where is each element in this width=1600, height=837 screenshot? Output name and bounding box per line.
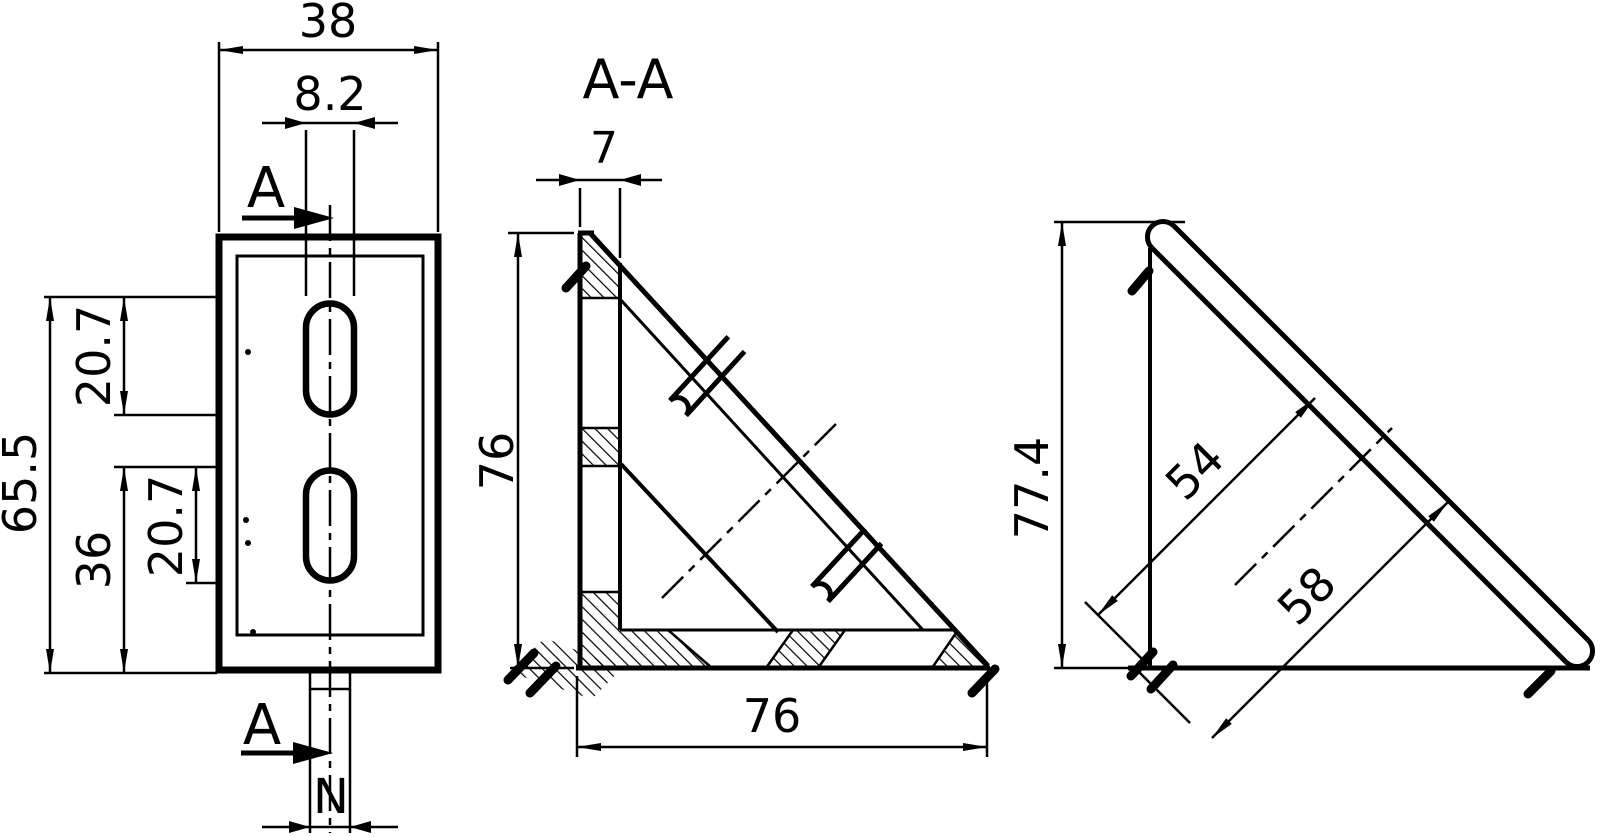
label-n: N <box>313 769 349 825</box>
dim-N <box>262 821 398 833</box>
label-58: 58 <box>1267 556 1347 636</box>
gusset-screw-slots <box>668 335 884 604</box>
outer-hypotenuse <box>588 231 990 668</box>
front-upper-slot <box>302 300 358 418</box>
section-arrow-top <box>242 207 334 229</box>
label-76-vertical: 76 <box>470 432 524 491</box>
label-76-horizontal: 76 <box>743 689 802 743</box>
center-mark-dots <box>243 349 256 635</box>
reinforcing-rib <box>619 462 780 634</box>
label-36: 36 <box>67 531 121 590</box>
dim-65-5 <box>44 295 217 675</box>
label-38: 38 <box>299 0 358 48</box>
dim-20-7-upper <box>114 297 218 417</box>
label-section-a-bottom: A <box>243 693 281 758</box>
dim-20-7-lower <box>186 467 218 585</box>
label-77-4: 77.4 <box>1005 437 1059 539</box>
label-20-7-lower: 20.7 <box>139 475 193 577</box>
side-hyp-inner <box>1150 246 1568 664</box>
side-view: 77.4 54 58 <box>1005 218 1596 739</box>
label-8-2: 8.2 <box>293 67 366 121</box>
label-65-5: 65.5 <box>0 432 47 534</box>
section-part-edges <box>576 230 990 671</box>
dim-36 <box>114 465 218 673</box>
section-diagonal-centerline <box>661 421 839 599</box>
dim-7 <box>536 174 662 258</box>
dim-58 <box>1137 501 1449 739</box>
dim-76-horizontal <box>575 672 989 757</box>
front-view: 38 8.2 65.5 20.7 36 20.7 A A N <box>0 0 442 833</box>
section-title: A-A <box>583 48 674 111</box>
side-hyp-outer <box>1172 224 1590 642</box>
section-view: A-A 7 76 76 <box>470 48 1000 757</box>
hatch-boundaries <box>580 296 960 669</box>
label-7: 7 <box>590 123 618 174</box>
label-20-7-upper: 20.7 <box>67 305 121 407</box>
dim-38 <box>217 42 440 232</box>
dim-54 <box>1084 397 1316 661</box>
dim-77-4 <box>1054 220 1185 668</box>
dim-76-vertical <box>508 231 574 670</box>
label-section-a-top: A <box>247 156 285 221</box>
section-arrow-bottom <box>241 742 333 764</box>
front-outer-outline <box>215 233 442 674</box>
inner-gusset-face <box>618 297 925 632</box>
side-grip-hooks <box>1126 266 1556 699</box>
label-54: 54 <box>1155 431 1235 511</box>
